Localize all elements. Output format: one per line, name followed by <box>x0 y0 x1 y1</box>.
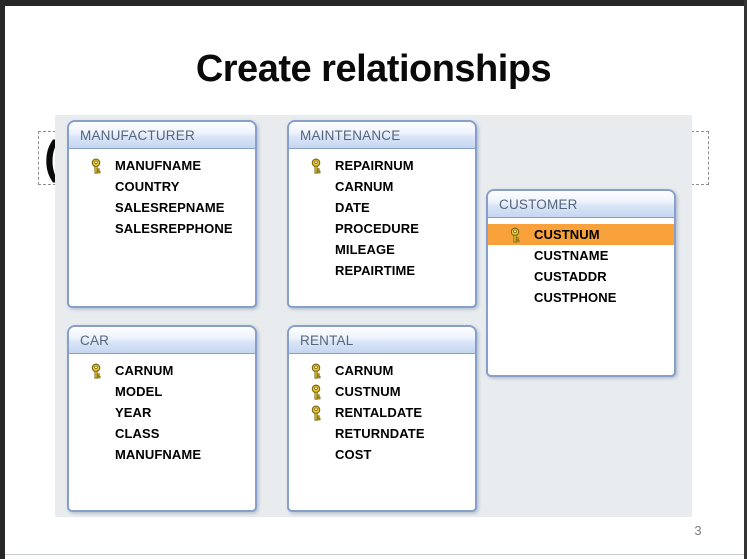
field-row[interactable]: CARNUM <box>289 176 475 197</box>
window-frame-left <box>0 0 5 559</box>
field-row[interactable]: YEAR <box>69 402 255 423</box>
key-icon <box>90 363 115 379</box>
field-name: CARNUM <box>335 363 394 378</box>
field-list: CARNUM MODEL YEAR CLASS MANUFNAME <box>69 354 255 465</box>
key-icon <box>310 363 335 379</box>
key-icon <box>509 227 534 243</box>
slide-page-number: 3 <box>694 523 702 538</box>
field-row[interactable]: SALESREPNAME <box>69 197 255 218</box>
field-row[interactable]: CUSTADDR <box>488 266 674 287</box>
field-row[interactable]: CLASS <box>69 423 255 444</box>
field-row[interactable]: REPAIRNUM <box>289 155 475 176</box>
slide-title: Create relationships <box>195 48 552 90</box>
field-row[interactable]: PROCEDURE <box>289 218 475 239</box>
key-icon <box>310 384 335 400</box>
key-icon <box>90 158 115 174</box>
field-name: COUNTRY <box>115 179 180 194</box>
window-frame-right <box>744 0 747 559</box>
table-manufacturer[interactable]: MANUFACTURER MANUFNAME COUNTRY SALESREPN… <box>67 120 257 308</box>
field-name: REPAIRNUM <box>335 158 414 173</box>
field-row[interactable]: DATE <box>289 197 475 218</box>
field-row[interactable]: CARNUM <box>69 360 255 381</box>
window-frame-top <box>0 0 747 6</box>
relationships-diagram-panel: MANUFACTURER MANUFNAME COUNTRY SALESREPN… <box>55 115 692 517</box>
field-row[interactable]: MILEAGE <box>289 239 475 260</box>
key-icon <box>310 158 335 174</box>
field-name: REPAIRTIME <box>335 263 416 278</box>
field-row[interactable]: COUNTRY <box>69 176 255 197</box>
field-row[interactable]: REPAIRTIME <box>289 260 475 281</box>
key-icon <box>310 405 335 421</box>
field-row[interactable]: MANUFNAME <box>69 155 255 176</box>
field-row[interactable]: MODEL <box>69 381 255 402</box>
field-name: DATE <box>335 200 370 215</box>
field-name: CLASS <box>115 426 160 441</box>
field-row[interactable]: MANUFNAME <box>69 444 255 465</box>
field-list: CARNUM CUSTNUM RENTALDATE RETURNDATE COS… <box>289 354 475 465</box>
field-name: CUSTPHONE <box>534 290 617 305</box>
field-row[interactable]: CUSTPHONE <box>488 287 674 308</box>
table-header[interactable]: CAR <box>69 327 255 354</box>
field-name: CUSTNUM <box>335 384 401 399</box>
table-customer[interactable]: CUSTOMER CUSTNUM CUSTNAME CUSTADDR CUSTP… <box>486 189 676 377</box>
table-rental[interactable]: RENTAL CARNUM CUSTNUM RENTALDATE RETURND… <box>287 325 477 512</box>
field-name: CUSTADDR <box>534 269 607 284</box>
field-list: MANUFNAME COUNTRY SALESREPNAME SALESREPP… <box>69 149 255 239</box>
field-row[interactable]: COST <box>289 444 475 465</box>
field-name: COST <box>335 447 372 462</box>
field-name: YEAR <box>115 405 152 420</box>
field-list: REPAIRNUM CARNUM DATE PROCEDURE MILEAGE <box>289 149 475 281</box>
field-name: CUSTNAME <box>534 248 609 263</box>
field-name: CUSTNUM <box>534 227 600 242</box>
field-row-selected[interactable]: CUSTNUM <box>488 224 674 245</box>
field-name: MODEL <box>115 384 163 399</box>
field-name: MANUFNAME <box>115 158 202 173</box>
field-row[interactable]: SALESREPPHONE <box>69 218 255 239</box>
table-header[interactable]: RENTAL <box>289 327 475 354</box>
field-name: PROCEDURE <box>335 221 419 236</box>
table-maintenance[interactable]: MAINTENANCE REPAIRNUM CARNUM DATE PROCED… <box>287 120 477 308</box>
field-name: SALESREPPHONE <box>115 221 233 236</box>
field-name: RENTALDATE <box>335 405 423 420</box>
field-row[interactable]: CARNUM <box>289 360 475 381</box>
table-car[interactable]: CAR CARNUM MODEL YEAR CLASS <box>67 325 257 512</box>
field-name: CARNUM <box>335 179 394 194</box>
field-list: CUSTNUM CUSTNAME CUSTADDR CUSTPHONE <box>488 218 674 308</box>
field-row[interactable]: RENTALDATE <box>289 402 475 423</box>
slide-bottom-edge <box>5 554 744 555</box>
table-header[interactable]: MAINTENANCE <box>289 122 475 149</box>
field-name: MILEAGE <box>335 242 395 257</box>
table-header[interactable]: CUSTOMER <box>488 191 674 218</box>
field-name: RETURNDATE <box>335 426 425 441</box>
table-header[interactable]: MANUFACTURER <box>69 122 255 149</box>
field-row[interactable]: CUSTNAME <box>488 245 674 266</box>
field-name: MANUFNAME <box>115 447 202 462</box>
field-row[interactable]: CUSTNUM <box>289 381 475 402</box>
field-name: SALESREPNAME <box>115 200 225 215</box>
field-name: CARNUM <box>115 363 174 378</box>
field-row[interactable]: RETURNDATE <box>289 423 475 444</box>
